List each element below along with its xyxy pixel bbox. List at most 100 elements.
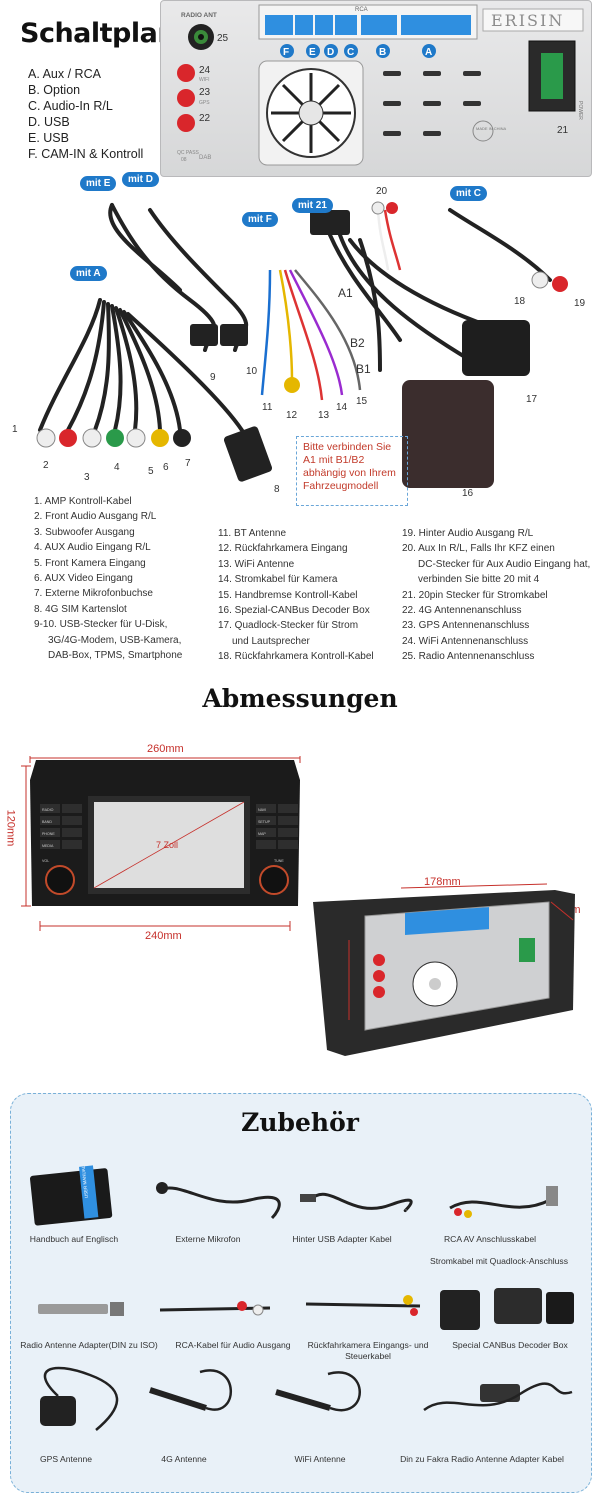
badge-mit-21: mit 21 [292,198,333,213]
cable-number: 12 [286,410,298,421]
connector-port-d [315,15,333,35]
cable-label-b2: B2 [350,336,365,350]
list-item: 13. WiFi Antenne [218,558,295,570]
dim-width-top: 260mm [147,743,184,755]
list-item: DC-Stecker für Aux Audio Eingang hat, [418,558,591,570]
svg-text:MEDIA: MEDIA [42,844,54,848]
svg-text:QC PASS: QC PASS [177,150,200,156]
badge-mit-d: mit D [122,172,159,187]
connector-port-b [361,15,397,35]
4g-antenna-icon [149,1387,207,1411]
connector-letter: A [425,47,432,58]
wifi-antenna-port [177,64,195,82]
list-item: 9-10. USB-Stecker für U-Disk, [34,619,168,631]
reverse-camera-cable-icon [305,1302,421,1308]
gps-antenna-icon [40,1396,76,1426]
manual-cover-label: USER MANUAL [81,1165,89,1198]
connector-letter: F [283,47,289,58]
manual-icon [29,1168,113,1226]
cable-number: 5 [148,466,154,477]
svg-text:TUNE: TUNE [274,859,284,863]
connection-note-callout: Bitte verbinden Sie A1 mit B1/B2 abhängi… [296,436,408,506]
svg-text:23: 23 [199,87,211,98]
badge-mit-f: mit F [242,212,278,227]
list-item: 24. WiFi Antennenanschluss [402,635,529,647]
connector-legend: A. Aux / RCA B. Option C. Audio-In R/L D… [28,66,143,162]
list-item: 11. BT Antenne [218,528,287,539]
rca-av-cable-icon [449,1198,551,1210]
fakra-adapter-icon [480,1384,520,1402]
4g-antenna-port [177,114,195,132]
accessory-label: GPS Antenne [39,1454,93,1464]
connector-port-a [401,15,471,35]
cable-number: 11 [262,402,273,413]
radio-ant-label: RADIO ANT [181,12,217,19]
cable-number: 15 [356,396,368,407]
radio-antenna-adapter-icon [38,1304,108,1314]
svg-text:08: 08 [181,157,187,163]
svg-text:RADIO: RADIO [42,808,54,812]
canbus-decoder-box-icon [494,1288,542,1324]
svg-text:PHONE: PHONE [42,832,55,836]
legend-item: E. USB [28,131,69,145]
cable-list-col1: 1. AMP Kontroll-Kabel 2. Front Audio Aus… [34,494,182,663]
list-item: 12. Rückfahrkamera Eingang [218,543,348,555]
svg-text:NAVI: NAVI [258,808,266,812]
list-item: 2. Front Audio Ausgang R/L [34,511,157,523]
svg-text:POWER: POWER [577,101,583,120]
list-item: 7. Externe Mikrofonbuchse [34,588,153,600]
accessory-label: WiFi Antenne [294,1454,346,1464]
wifi-antenna-icon [275,1389,331,1411]
accessories-drawing: USER MANUAL [29,1165,574,1431]
list-item: 15. Handbremse Kontroll-Kabel [218,589,358,601]
cable-number: 16 [462,488,474,499]
cable-number: 8 [274,484,280,495]
accessory-label: 4G Antenne [161,1454,207,1464]
legend-item: C. Audio-In R/L [28,99,113,113]
cable-number: 2 [43,460,49,471]
cable-number: 4 [114,462,120,473]
cable-number: 20 [376,186,388,197]
list-item: 21. 20pin Stecker für Stromkabel [402,589,548,601]
connector-letter: E [309,47,316,58]
cable-label-a1: A1 [338,286,353,300]
svg-text:GPS: GPS [199,100,210,106]
svg-text:MADE IN CHINA: MADE IN CHINA [476,126,507,131]
list-item: DAB-Box, TPMS, Smartphone [48,650,183,662]
dim-height-left: 120mm [4,809,17,847]
svg-text:21: 21 [557,125,569,136]
cable-number: 19 [574,298,586,309]
list-item: verbinden Sie bitte 20 mit 4 [418,574,540,586]
cable-list-col3: 19. Hinter Audio Ausgang R/L 20. Aux In … [402,526,590,665]
accessory-label: Rückfahrkamera Eingangs- und [307,1340,429,1350]
svg-text:SETUP: SETUP [258,820,271,824]
cable-number: 13 [318,410,330,421]
list-item: 23. GPS Antennenanschluss [402,620,530,632]
schaltplan-title: Schaltplan [20,18,177,49]
accessory-label: Radio Antenne Adapter(DIN zu ISO) [20,1340,158,1350]
svg-text:VOL: VOL [42,859,49,863]
accessory-label: Externe Mikrofon [175,1234,241,1244]
connector-port-f [265,15,293,35]
side-view-drawing [313,883,575,1056]
accessory-label: RCA-Kabel für Audio Ausgang [175,1340,291,1350]
connector-port-c [335,15,357,35]
cable-number: 1 [12,424,18,435]
badge-mit-c: mit C [450,186,487,201]
list-item: 18. Rückfahrkamera Kontroll-Kabel [218,651,374,663]
connector-letter: B [379,47,386,58]
list-item: 14. Stromkabel für Kamera [218,574,338,586]
svg-text:WIFI: WIFI [199,77,210,83]
list-item: 20. Aux In R/L, Falls Ihr KFZ einen [402,543,555,555]
dim-depth-top: 178mm [424,876,461,888]
cable-number: 10 [246,366,258,377]
head-unit-back-panel: RADIO ANT 25 24 23 22 WIFI GPS QC PASS 0… [160,0,592,177]
usb-adapter-icon [308,1192,413,1213]
list-item: 3G/4G-Modem, USB-Kamera, [48,634,182,646]
microphone-icon [159,1186,281,1220]
svg-text:22: 22 [199,113,211,124]
cable-number: 6 [163,462,169,473]
list-item: 1. AMP Kontroll-Kabel [34,496,132,507]
dim-width-bottom: 240mm [145,930,182,942]
list-item: 22. 4G Antennenanschluss [402,605,522,617]
